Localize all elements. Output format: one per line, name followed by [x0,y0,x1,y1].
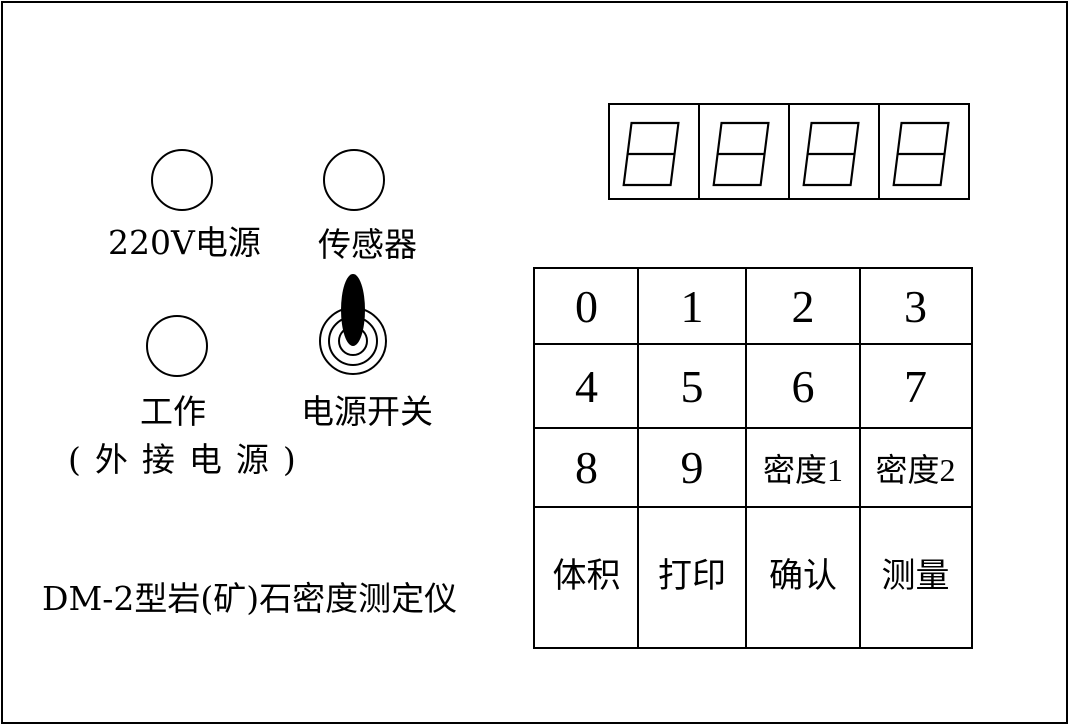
key-print[interactable]: 打印 [658,557,726,595]
instrument-title: DM-2型岩(矿)石密度测定仪 [42,579,458,618]
sensor-lamp [323,149,385,211]
power-toggle-switch[interactable] [318,272,394,382]
keypad: 0 1 2 3 4 5 6 7 8 9 密度1 密度2 体积打印 确认 测量 [533,267,973,649]
external-power-label: (外接电源) [68,440,310,479]
key-0[interactable]: 0 [575,281,598,332]
work-label: 工作 [140,392,206,431]
power-220v-lamp [151,149,213,211]
keypad-divider [859,269,861,647]
key-9[interactable]: 9 [680,442,704,493]
keypad-divider [535,506,971,508]
keypad-divider [637,269,639,647]
keypad-divider [535,343,971,345]
key-3[interactable]: 3 [904,281,927,332]
key-8[interactable]: 8 [575,442,598,493]
display-digit [790,105,880,198]
key-7[interactable]: 7 [904,360,927,412]
keypad-divider [535,427,971,429]
key-density-2[interactable]: 密度2 [875,451,956,488]
display-digit [610,105,700,198]
key-confirm[interactable]: 确认 [769,557,837,595]
display-digit [880,105,968,198]
key-measure[interactable]: 测量 [881,557,950,595]
key-density-1[interactable]: 密度1 [762,451,843,488]
work-lamp [146,315,208,377]
key-5[interactable]: 5 [680,360,704,412]
key-6[interactable]: 6 [791,360,815,412]
key-1[interactable]: 1 [680,281,704,332]
key-2[interactable]: 2 [791,281,815,332]
power-220v-label: 220V电源 [108,223,261,262]
digit-display [608,103,970,200]
display-digit [700,105,790,198]
keypad-divider [745,269,747,647]
sensor-label: 传感器 [318,225,417,264]
key-volume[interactable]: 体积 [552,557,621,595]
power-switch-label: 电源开关 [301,392,433,431]
key-4[interactable]: 4 [575,360,598,412]
